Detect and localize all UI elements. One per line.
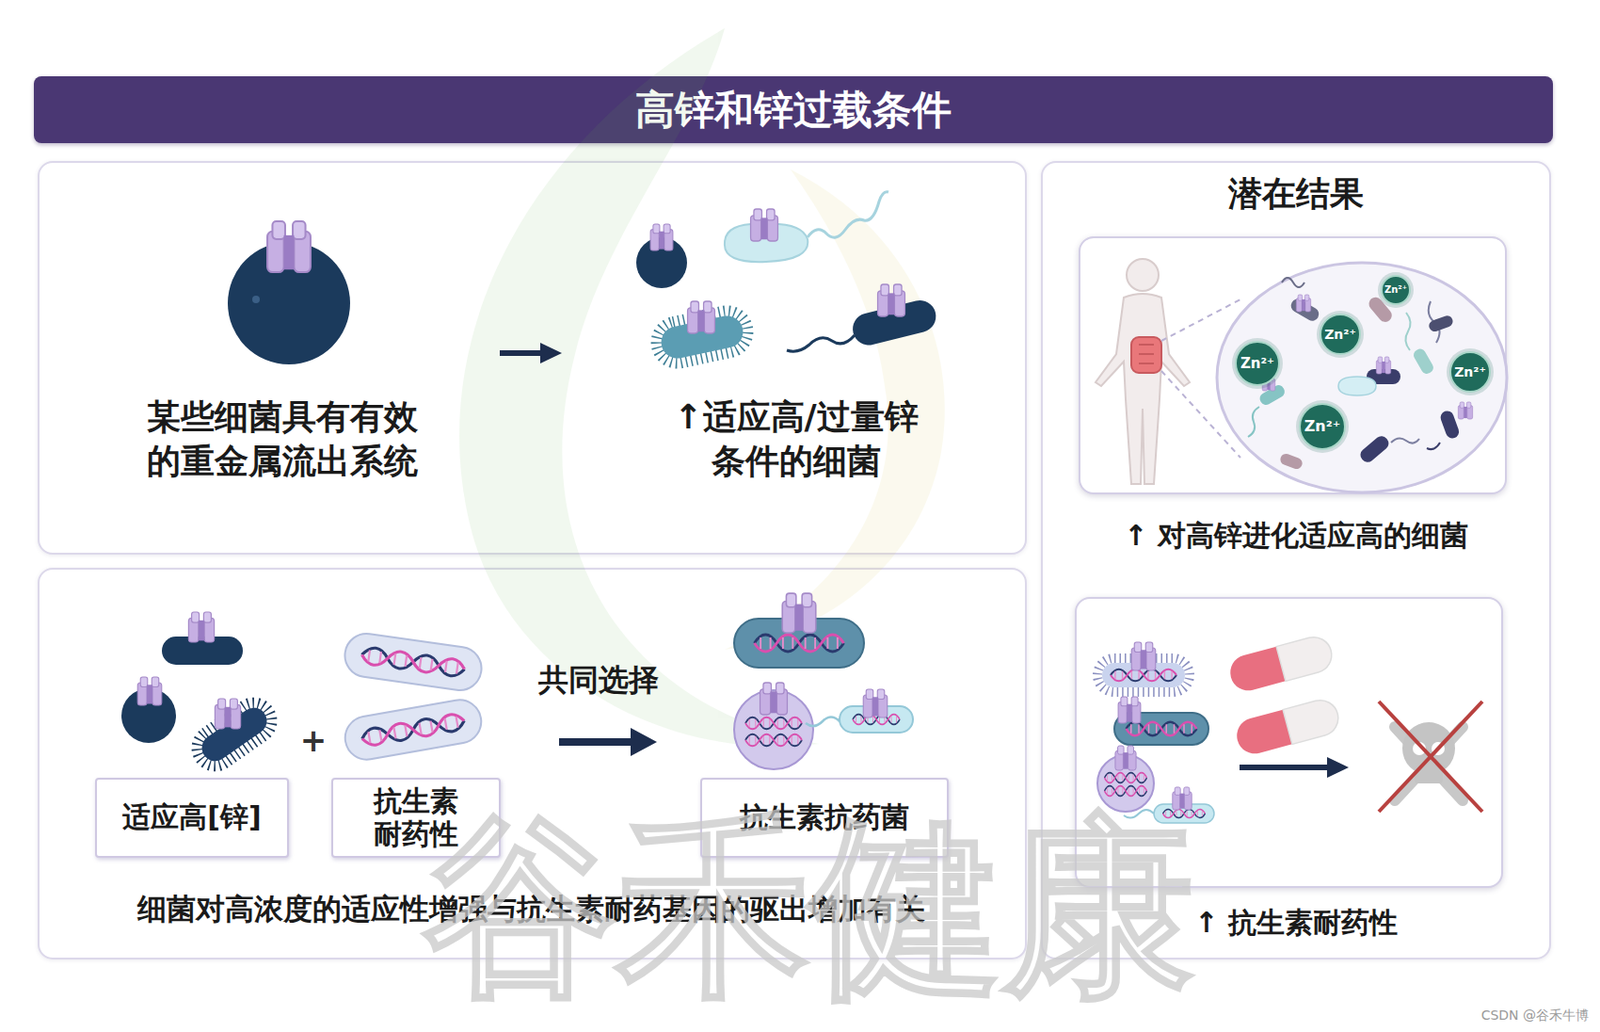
zinc-ion: Zn²⁺ [1449, 351, 1491, 393]
ion-label: Zn²⁺ [1384, 285, 1408, 295]
ion-label: Zn²⁺ [1240, 356, 1275, 371]
source-credit: CSDN @谷禾牛博 [1392, 1007, 1589, 1024]
zinc-ion: Zn²⁺ [1298, 402, 1346, 450]
content-panel: 共同选择细菌对高浓度的适应性增强与抗生素耐药基因的驱出增加有关 适应高[锌] 抗生素… [37, 567, 1027, 960]
node-text: 共同选择 [523, 660, 674, 701]
ion-label: Zn²⁺ [1304, 418, 1341, 434]
box-label: 抗生素 耐药性 [345, 784, 487, 850]
illustration-frame: ↑ 对高锌进化适应高的细菌Zn²⁺Zn²⁺Zn²⁺Zn²⁺Zn²⁺ [1078, 236, 1507, 495]
node-text: ↑ 对高锌进化适应高的细菌 [1042, 516, 1550, 554]
label-box: 抗生素 耐药性 [331, 777, 501, 858]
title-text: 高锌和锌过载条件 [635, 83, 952, 137]
label-box: 抗生素抗药菌 [700, 777, 949, 858]
box-label: 抗生素抗药菌 [739, 800, 910, 834]
zinc-ion: Zn²⁺ [1319, 313, 1361, 355]
zinc-ion: Zn²⁺ [1380, 274, 1411, 305]
plus-sign: + [294, 720, 333, 759]
node-text: 某些细菌具有有效 的重金属流出系统 [131, 395, 433, 484]
ion-label: Zn²⁺ [1454, 365, 1487, 379]
node-text: ↑适应高/过量锌 条件的细菌 [650, 395, 943, 484]
content-panel: 某些细菌具有有效 的重金属流出系统 ↑适应高/过量锌 条件的细菌 [37, 160, 1027, 555]
ion-label: Zn²⁺ [1324, 327, 1357, 341]
result-panel: 潜在结果 ↑ 对高锌进化适应高的细菌 Zn²⁺ Zn²⁺ Zn²⁺ Zn²⁺ Zn²⁺ ↑ 抗… [1040, 160, 1552, 960]
box-label: 适应高[锌] [122, 800, 261, 834]
node-text: 细菌对高浓度的适应性增强与抗生素耐药基因的驱出增加有关 [41, 889, 1021, 928]
node-text: ↑ 抗生素耐药性 [1042, 903, 1550, 941]
node-text: 潜在结果 [1040, 172, 1552, 217]
illustration-frame: ↑ 抗生素耐药性 [1074, 596, 1504, 888]
label-box: 适应高[锌] [95, 777, 289, 858]
zinc-ion: Zn²⁺ [1234, 340, 1280, 386]
title-band: 高锌和锌过载条件 [33, 76, 1553, 144]
